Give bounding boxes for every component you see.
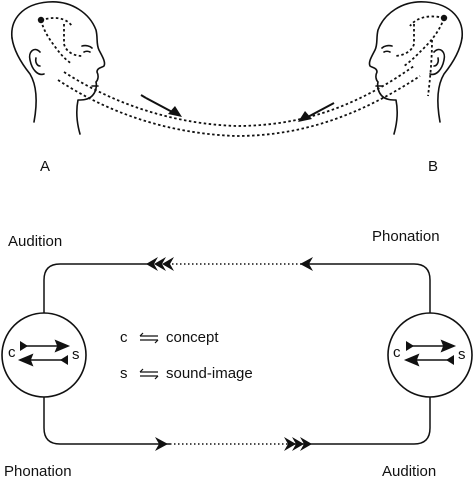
legend-s-symbol: s [120, 365, 128, 382]
left-circle-arrows [17, 339, 71, 367]
arrow-b-to-a [298, 102, 335, 122]
left-circle-s: s [72, 346, 80, 363]
right-top-phonation-label: Phonation [372, 228, 440, 245]
right-circle-s: s [458, 346, 466, 363]
head-a-neural-path [40, 17, 83, 65]
left-bottom-phonation-label: Phonation [4, 463, 72, 480]
arrow-a-to-b [140, 94, 182, 117]
right-circle-c: c [393, 344, 401, 361]
legend-c-arrows [139, 332, 159, 344]
top-triple-arrow [146, 257, 174, 271]
bottom-single-arrow [155, 437, 168, 451]
bottom-triple-arrow [284, 437, 312, 451]
left-top-audition-label: Audition [8, 233, 63, 250]
right-bottom-audition-label: Audition [382, 463, 437, 480]
head-a [11, 1, 106, 135]
legend-c-text: concept [166, 329, 219, 346]
legend-s-arrows [139, 368, 159, 380]
legend-s-text: sound-image [166, 365, 253, 382]
top-single-arrow [300, 257, 313, 271]
right-circle-arrows [403, 339, 457, 367]
speaker-b-label: B [428, 158, 439, 175]
speech-arc [57, 65, 421, 137]
top-circuit-line [43, 263, 431, 313]
bottom-circuit-line [43, 397, 431, 445]
head-b [368, 1, 463, 135]
left-circle-c: c [8, 344, 16, 361]
legend-c-symbol: c [120, 329, 128, 346]
head-b-neural-path [393, 15, 445, 97]
speaker-a-label: A [40, 158, 51, 175]
